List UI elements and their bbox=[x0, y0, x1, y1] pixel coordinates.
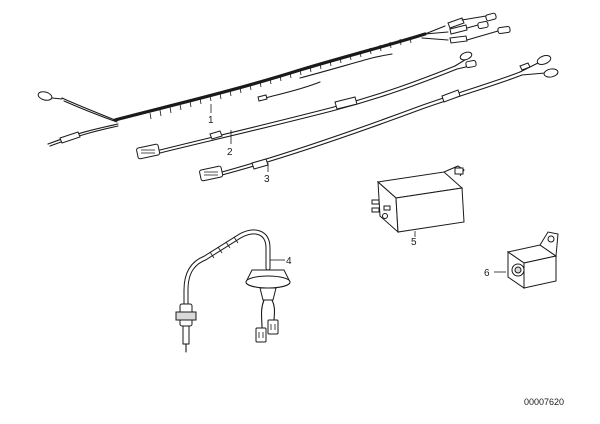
temperature-sensor-cable-4 bbox=[175, 229, 291, 353]
callout-3: 3 bbox=[264, 174, 270, 185]
callout-4: 4 bbox=[286, 256, 292, 267]
callout-5: 5 bbox=[411, 237, 417, 248]
callout-1: 1 bbox=[208, 115, 214, 126]
wiring-harness-2 bbox=[136, 51, 477, 160]
relay-module-5 bbox=[371, 165, 465, 237]
solenoid-valve-6 bbox=[494, 231, 559, 289]
wiring-harness-1 bbox=[37, 12, 511, 147]
callout-6: 6 bbox=[484, 268, 490, 279]
reference-number: 00007620 bbox=[524, 397, 564, 407]
wiring-harness-3 bbox=[199, 55, 559, 182]
callout-2: 2 bbox=[227, 147, 233, 158]
